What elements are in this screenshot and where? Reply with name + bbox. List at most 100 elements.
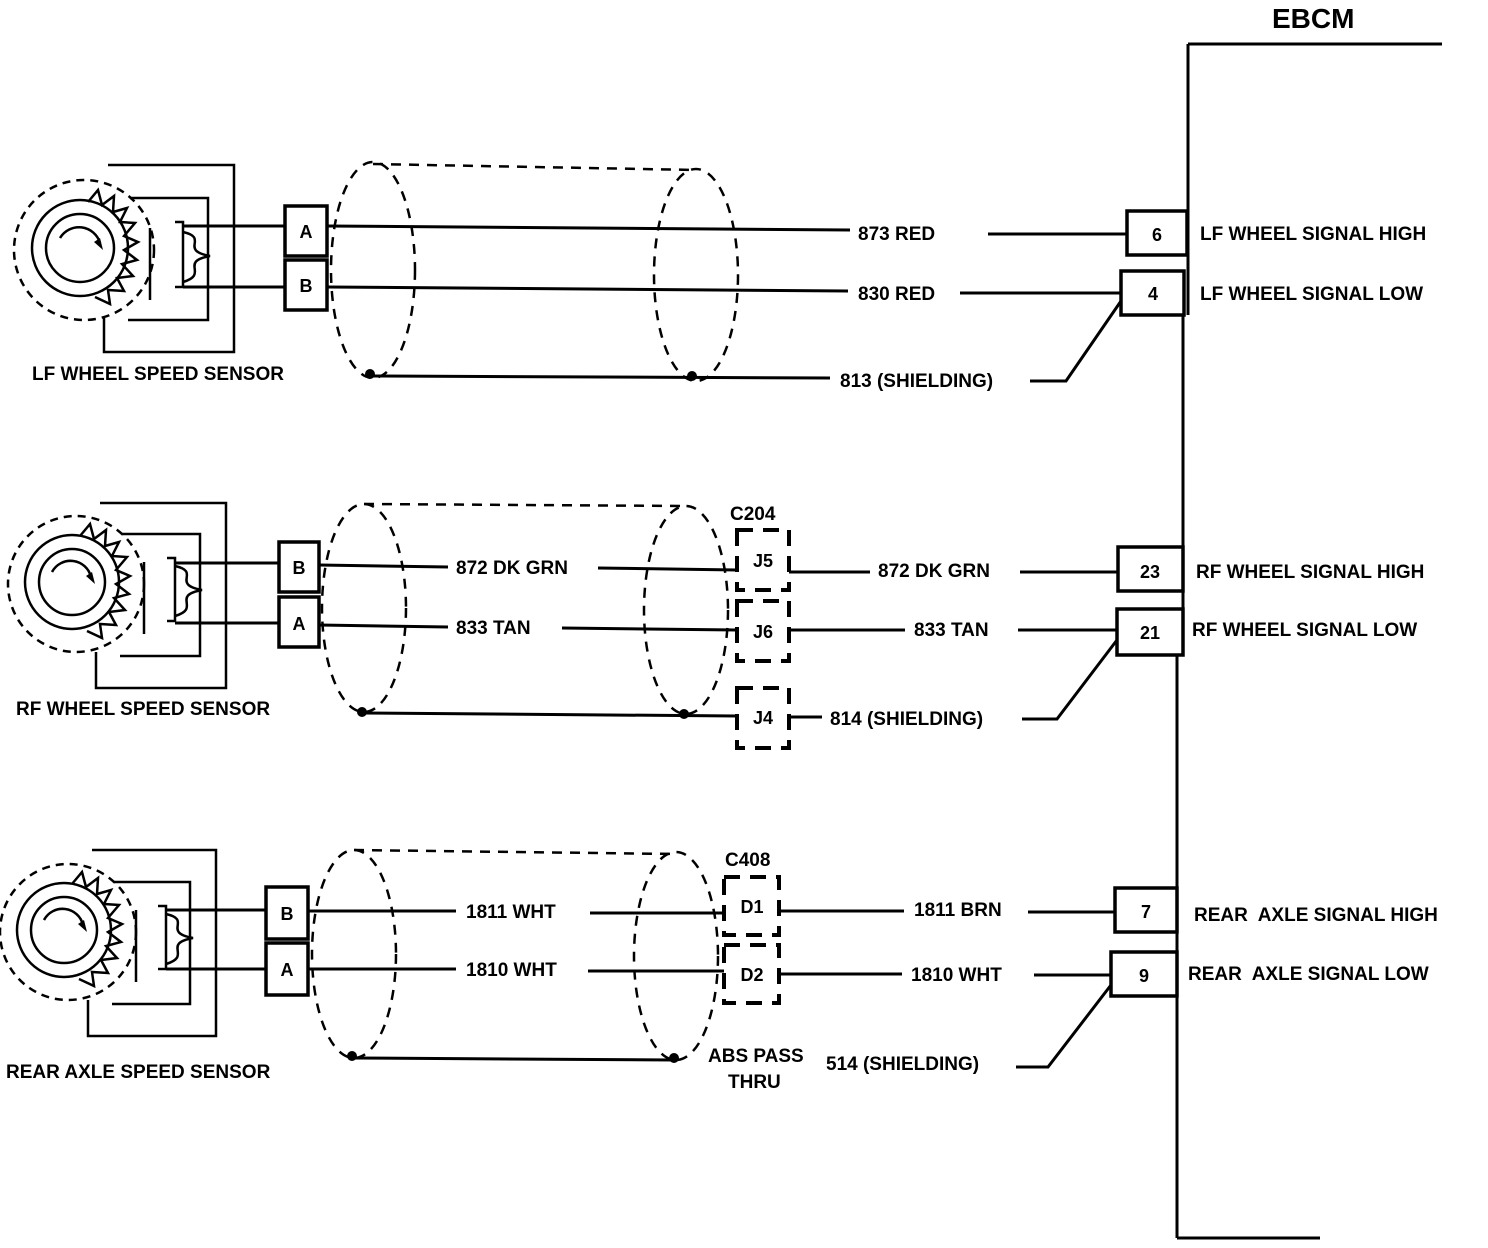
rf-wire-low-in-b (561, 626, 738, 632)
rf-connector-label: C204 (730, 504, 776, 525)
rear-signal-low-label: REAR AXLE SIGNAL LOW (1188, 964, 1429, 985)
rear-shield-end-left (310, 848, 398, 1060)
lf-shield-wire (369, 374, 831, 380)
lf-shield-end-left (329, 160, 417, 380)
lf-tone-ring-inner (44, 212, 116, 284)
lf-core (175, 220, 185, 289)
rf-shield-cylinder (320, 502, 730, 719)
ebcm-pin-box-7 (1113, 886, 1179, 934)
lf-sensor-outline (12, 178, 156, 322)
lf-pin-box-top (283, 204, 329, 258)
rf-wire-low-in-a (318, 623, 449, 629)
rear-rotation-arrow (42, 907, 85, 926)
rear-pass-thru-line1: ABS PASS (708, 1046, 804, 1067)
rf-shield-end-left (320, 502, 408, 714)
ebcm-module: EBCM (1175, 3, 1442, 1240)
lf-coil (182, 230, 211, 284)
rear-pin-label-top: B (281, 904, 294, 924)
lf-shield-end-right (652, 167, 740, 383)
rear-core (158, 904, 168, 971)
lf-pin-label-bot: B (300, 276, 313, 296)
rear-conn-box-d1 (722, 875, 781, 937)
lf-sensor-label: LF WHEEL SPEED SENSOR (32, 364, 284, 385)
lf-teeth (87, 187, 141, 307)
rear-conn-pin-d2: D2 (740, 965, 763, 985)
lf-shield-top (372, 162, 697, 172)
rear-connector-label: C408 (725, 850, 770, 871)
rf-wire-low-label: 833 TAN (456, 618, 531, 639)
rf-sensor-bracket (120, 532, 202, 658)
ebcm-pin-box-6 (1125, 209, 1189, 257)
rf-coil (174, 564, 203, 618)
rear-coil (165, 912, 194, 966)
rf-pin-label-bot: A (293, 614, 306, 634)
rf-pin-label-top: B (293, 558, 306, 578)
rf-shield-wire-in (361, 711, 738, 718)
lf-signal-high-label: LF WHEEL SIGNAL HIGH (1200, 224, 1426, 245)
lf-signal-low-label: LF WHEEL SIGNAL LOW (1200, 284, 1423, 305)
rf-pin-box-top (277, 540, 321, 594)
rf-shield-label: 814 (SHIELDING) (830, 709, 983, 730)
rear-sensor-label: REAR AXLE SPEED SENSOR (6, 1062, 271, 1083)
ebcm-pin-23: 23 (1140, 562, 1160, 582)
rear-sensor-housing (86, 848, 218, 1038)
lf-shield-wire-out (1030, 300, 1123, 383)
rf-tone-ring-inner (37, 547, 107, 617)
rear-shield-label: 514 (SHIELDING) (826, 1054, 979, 1075)
rear-pin-label-bot: A (281, 960, 294, 980)
rear-shield-wire (351, 1056, 675, 1062)
rf-pin-box-bot (277, 595, 321, 649)
rear-shield-wire-out (1016, 984, 1113, 1069)
lf-sensor-group: A B LF WHEEL SPEED SENSOR 873 RED 830 RE… (12, 160, 1426, 392)
rear-wire-high-out-label: 1811 BRN (914, 900, 1002, 921)
lf-pin-box-bot (283, 258, 329, 312)
ebcm-pin-box-4 (1119, 269, 1186, 317)
rear-wire-low-out-label: 1810 WHT (911, 965, 1002, 986)
ebcm-pin-21: 21 (1140, 623, 1160, 643)
rear-signal-high-label: REAR AXLE SIGNAL HIGH (1194, 905, 1438, 926)
rear-shield-top (353, 848, 677, 856)
ebcm-pin-box-21 (1115, 607, 1185, 657)
lf-sensor-symbol (12, 163, 285, 354)
lf-wire-high-in (326, 224, 851, 232)
rf-shield-top (363, 502, 687, 508)
lf-rotation-arrow (58, 226, 102, 244)
rear-conn-pin-d1: D1 (740, 897, 763, 917)
rear-sensor-bracket (112, 880, 192, 1006)
lf-sensor-bracket (128, 196, 210, 322)
rear-sensor-symbol (0, 848, 266, 1038)
lf-shield-label: 813 (SHIELDING) (840, 371, 993, 392)
rf-wire-low-out-label: 833 TAN (914, 620, 989, 641)
rear-shield-end-right (632, 850, 720, 1062)
rear-shield-cylinder (310, 848, 720, 1063)
rf-wire-high-in-b (597, 566, 738, 572)
lf-sensor-housing (102, 163, 236, 354)
rear-rotation-arrowhead (78, 920, 87, 932)
rf-wire-high-label: 872 DK GRN (456, 558, 568, 579)
ebcm-pin-9: 9 (1139, 966, 1149, 986)
rear-shield-drain-right (669, 1053, 679, 1063)
ebcm-pin-7: 7 (1141, 902, 1151, 922)
rf-conn-pin-j5: J5 (753, 551, 773, 571)
rf-conn-pin-j4: J4 (753, 708, 773, 728)
rear-sensor-group: B A REAR AXLE SPEED SENSOR 1811 WHT 1810… (0, 848, 1438, 1093)
rf-shield-wire-out-b (1022, 639, 1119, 721)
rear-tone-ring-inner (29, 895, 99, 965)
rf-shield-drain-right (679, 709, 689, 719)
ebcm-pin-box-9 (1109, 950, 1179, 998)
rear-pin-box-top (264, 885, 310, 941)
rf-sensor-group: B A RF WHEEL SPEED SENSOR 872 DK GRN 833… (6, 501, 1424, 750)
rear-pass-thru-line2: THRU (728, 1072, 781, 1093)
rf-rotation-arrowhead (86, 572, 95, 584)
rear-wire-low-label: 1810 WHT (466, 960, 557, 981)
lf-wire-high-label: 873 RED (858, 224, 935, 245)
rf-shield-end-right (642, 504, 730, 716)
ebcm-pin-6: 6 (1152, 225, 1162, 245)
lf-wire-low-in (326, 285, 849, 293)
rf-signal-low-label: RF WHEEL SIGNAL LOW (1192, 620, 1417, 641)
rf-sensor-housing (94, 501, 228, 690)
rf-sensor-symbol (6, 501, 279, 690)
rf-rotation-arrow (50, 559, 93, 578)
rf-sensor-label: RF WHEEL SPEED SENSOR (16, 699, 270, 720)
rf-conn-pin-j6: J6 (753, 622, 773, 642)
